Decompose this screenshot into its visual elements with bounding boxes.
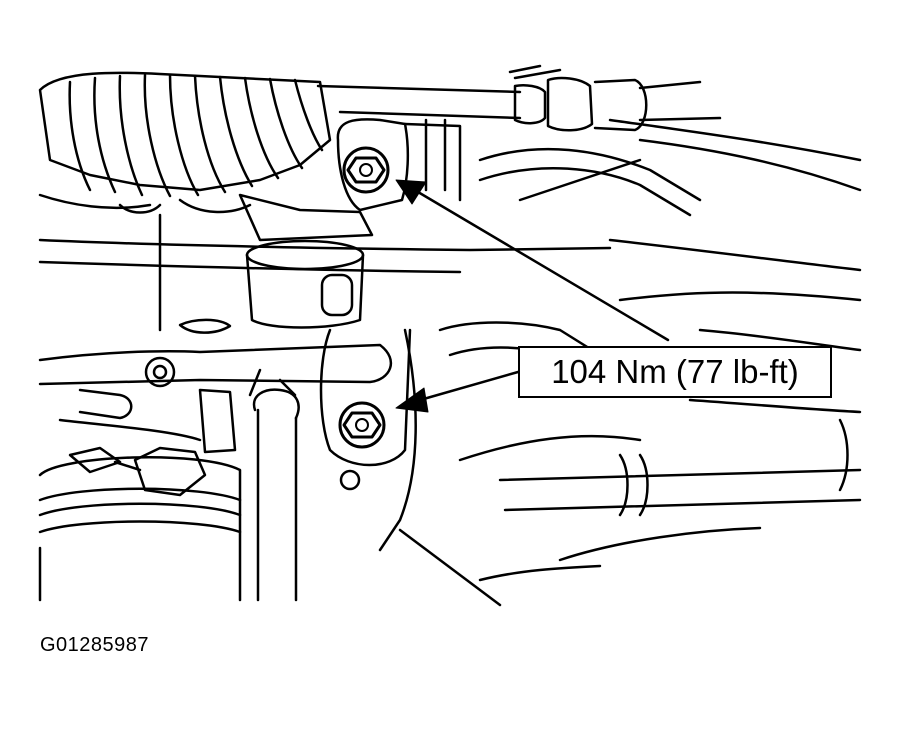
lower-bolt (338, 401, 386, 449)
figure-id: G01285987 (40, 634, 150, 656)
torque-label: 104 Nm (77 lb-ft) (551, 353, 799, 390)
lower-bracket (38, 328, 502, 607)
upper-arrowhead (395, 179, 427, 205)
crossmember (38, 118, 862, 302)
leader-lines (395, 179, 670, 413)
tie-rod (316, 64, 722, 132)
gear-housing (158, 213, 365, 334)
lower-left-assembly (38, 388, 242, 602)
lower-leader-line (418, 370, 520, 402)
upper-bracket (118, 118, 462, 242)
right-frame (438, 321, 862, 582)
rack-boot (38, 71, 332, 210)
upper-leader-line (416, 190, 670, 342)
lower-arrowhead (395, 387, 429, 413)
torque-callout: 104 Nm (77 lb-ft) (518, 346, 832, 398)
vertical-tube (252, 388, 300, 602)
upper-bolt (342, 146, 390, 194)
